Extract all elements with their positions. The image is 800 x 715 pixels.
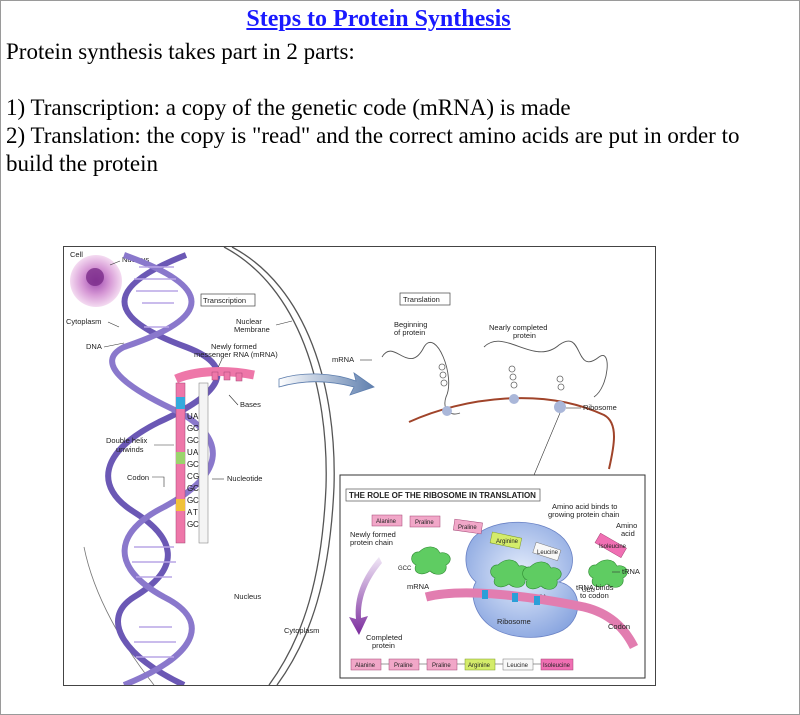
trna-code: UCU [582, 588, 595, 594]
amino-bottom: Alanine [355, 663, 376, 669]
label-nucleotide: Nucleotide [227, 474, 262, 483]
amino-bottom: Leucine [507, 663, 529, 669]
label-bases: Bases [240, 400, 261, 409]
nuclear-membrane [223, 247, 327, 685]
base-left: G [187, 424, 193, 433]
protein-chain-early [381, 342, 461, 415]
base-right: C [193, 496, 199, 505]
ribosome-inset: THE ROLE OF THE RIBOSOME IN TRANSLATION … [339, 474, 646, 679]
label-membrane: Membrane [234, 325, 270, 334]
label-cell: Cell [70, 250, 83, 259]
strand-left-bases: U G G U G C G G A G [187, 412, 193, 529]
amino-bottom: Isoleucine [543, 663, 571, 669]
label-trna-binds-1: tRNA binds [576, 583, 614, 592]
ribosome-small [554, 401, 566, 413]
amino-top: Isoleucine [599, 544, 627, 550]
label-transcription: Transcription [203, 296, 246, 305]
dna-strand-a [105, 252, 221, 685]
label-protein: protein [513, 331, 536, 340]
amino-top: Praline [415, 520, 434, 526]
label-cytoplasm-bottom: Cytoplasm [284, 626, 319, 635]
protein-synthesis-diagram: Cell Nucleus Cytoplasm DNA Transcription… [66, 247, 646, 685]
protein-synthesis-figure: Cell Nucleus Cytoplasm DNA Transcription… [63, 246, 656, 686]
base-right: C [193, 520, 199, 529]
strand-right-bases: A C C A C G C C T C [193, 412, 199, 529]
trna-molecules [411, 546, 628, 590]
label-ribosome: Ribosome [583, 403, 617, 412]
trna-code: GCC [398, 566, 412, 572]
base-right: C [193, 424, 199, 433]
amino-top: Alanine [376, 519, 397, 525]
amino-top: Arginine [496, 539, 519, 545]
mrna-strip [424, 588, 639, 650]
label-trna: tRNA [622, 567, 640, 576]
base-left: G [187, 460, 193, 469]
label-newly-formed-chain-2: protein chain [350, 538, 393, 547]
label-beginning: Beginning [394, 320, 427, 329]
base-left: U [187, 448, 193, 457]
amino-chain-bottom: Alanine Praline Praline Arginine Leucine… [350, 658, 574, 671]
label-amino-binds-1: Amino acid binds to [552, 502, 617, 511]
label-mrna-middle: mRNA [332, 355, 354, 364]
base-right: C [193, 436, 199, 445]
label-nearly-completed: Nearly completed [489, 323, 547, 332]
label-completed-1: Completed [366, 633, 402, 642]
mrna-strand-exit [174, 367, 255, 384]
label-of-protein: of protein [394, 328, 425, 337]
label-codon-left: Codon [127, 473, 149, 482]
label-completed-2: protein [372, 641, 395, 650]
amino-top: Praline [458, 525, 477, 531]
amino-top: Leucine [537, 550, 559, 556]
base-left: G [187, 484, 193, 493]
translation-box [399, 292, 451, 306]
label-amino-binds-2: growing protein chain [548, 510, 619, 519]
label-ribosome-inset: Ribosome [497, 617, 531, 626]
dna-strand-b [109, 252, 216, 685]
label-codon-inset: Codon [608, 622, 630, 631]
amino-bottom: Arginine [468, 663, 491, 669]
transcription-box [200, 293, 256, 307]
label-nuclear: Nuclear [236, 317, 262, 326]
base-left: G [187, 520, 193, 529]
amino-bottom: Praline [394, 663, 413, 669]
completion-arrow [349, 557, 382, 635]
base-left: C [187, 472, 193, 481]
label-newly-formed: Newly formed [211, 342, 257, 351]
mrna-cytoplasm [408, 397, 615, 470]
label-unwinds: unwinds [116, 445, 144, 454]
rna-strand-column [175, 382, 209, 544]
base-left: G [187, 496, 193, 505]
label-newly-formed-chain-1: Newly formed [350, 530, 396, 539]
base-right: C [193, 484, 199, 493]
base-left: A [187, 508, 193, 517]
base-right: A [193, 448, 199, 457]
base-right: G [193, 472, 199, 481]
base-right: C [193, 460, 199, 469]
label-mrna-inset: mRNA [407, 582, 429, 591]
label-dna: DNA [86, 342, 102, 351]
label-acid: acid [621, 529, 635, 538]
protein-chain-late [483, 340, 608, 398]
base-left: G [187, 436, 193, 445]
label-translation: Translation [403, 295, 440, 304]
amino-chain-top: Alanine Praline Praline Arginine Leucine… [371, 514, 627, 562]
label-double-helix: Double helix [106, 436, 148, 445]
label-cytoplasm-left: Cytoplasm [66, 317, 101, 326]
cell-nucleus [86, 268, 104, 286]
label-trna-binds-2: to codon [580, 591, 609, 600]
base-left: U [187, 412, 193, 421]
inset-title: THE ROLE OF THE RIBOSOME IN TRANSLATION [349, 491, 536, 500]
amino-bottom: Praline [432, 663, 451, 669]
step-translation: 2) Translation: the copy is "read" and t… [6, 123, 740, 176]
base-right: T [193, 508, 198, 517]
label-nucleus-bottom: Nucleus [234, 592, 261, 601]
label-messenger-rna: messenger RNA (mRNA) [194, 350, 278, 359]
export-arrow [278, 372, 375, 396]
intro-line: Protein synthesis takes part in 2 parts: [6, 39, 355, 64]
label-amino: Amino [616, 521, 637, 530]
page-title: Steps to Protein Synthesis [246, 6, 511, 32]
base-right: A [193, 412, 199, 421]
body-text: Protein synthesis takes part in 2 parts:… [6, 38, 791, 178]
step-transcription: 1) Transcription: a copy of the genetic … [6, 95, 571, 120]
